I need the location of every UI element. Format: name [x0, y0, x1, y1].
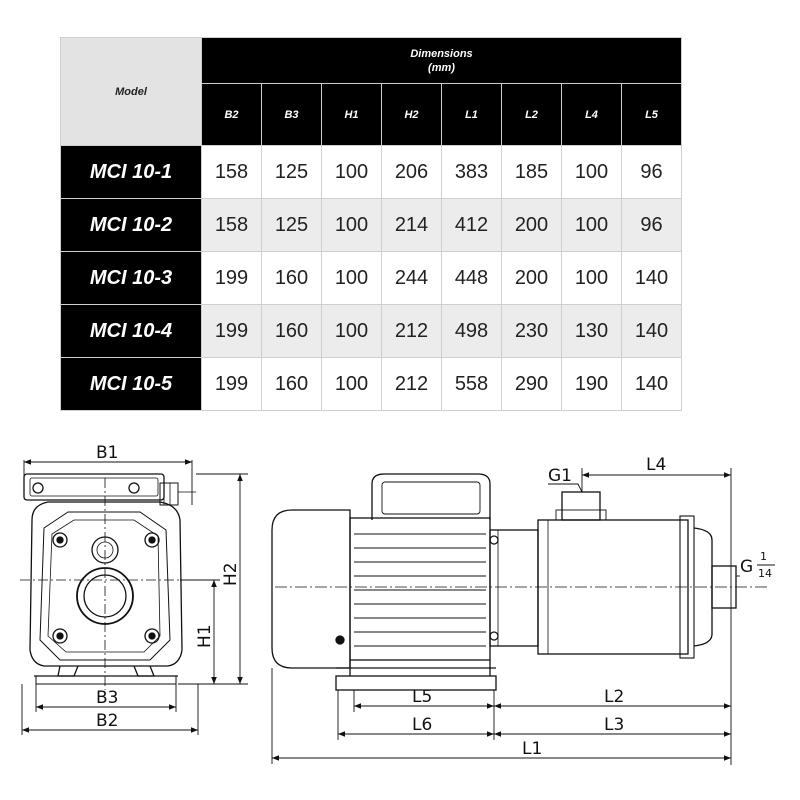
- table-cell: 100: [321, 198, 382, 252]
- table-cell: 200: [501, 198, 562, 252]
- label-g-outlet: G: [740, 557, 753, 577]
- label-b1: B1: [96, 443, 118, 463]
- table-cell: 158: [201, 198, 262, 252]
- table-cell: 130: [561, 304, 622, 358]
- table-cell: 383: [441, 145, 502, 199]
- row-model-name: MCI 10-1: [60, 145, 202, 199]
- table-cell: 100: [321, 145, 382, 199]
- row-model-name: MCI 10-5: [60, 357, 202, 411]
- table-cell: 158: [201, 145, 262, 199]
- label-b3: B3: [96, 688, 118, 708]
- label-l2: L2: [604, 687, 624, 707]
- table-cell: 498: [441, 304, 502, 358]
- table-cell: 200: [501, 251, 562, 305]
- table-cell: 100: [561, 145, 622, 199]
- table-cell: 412: [441, 198, 502, 252]
- table-cell: 558: [441, 357, 502, 411]
- label-g-fraction-numerator: 1: [760, 550, 767, 563]
- table-cell: 160: [261, 304, 322, 358]
- table-cell: 140: [621, 304, 682, 358]
- column-header-h2: H2: [381, 83, 442, 146]
- table-cell: 230: [501, 304, 562, 358]
- label-l1: L1: [522, 739, 542, 759]
- side-dimensions: [271, 468, 740, 765]
- label-l4: L4: [646, 455, 666, 475]
- pump-dimension-drawing: B1 B3 B2 H1 H2: [20, 443, 775, 765]
- column-header-l5: L5: [621, 83, 682, 146]
- table-row: MCI 10-1 158 125 100 206 383 185 100 96: [60, 145, 682, 199]
- label-h2: H2: [221, 562, 241, 586]
- table-cell: 100: [321, 304, 382, 358]
- table-cell: 96: [621, 198, 682, 252]
- dimensions-table: Model Dimensions (mm) B2 B3 H1 H2 L1 L2 …: [60, 36, 682, 411]
- table-cell: 199: [201, 251, 262, 305]
- label-g-fraction-denominator: 14: [758, 567, 772, 580]
- table-cell: 290: [501, 357, 562, 411]
- row-model-name: MCI 10-3: [60, 251, 202, 305]
- table-cell: 100: [321, 251, 382, 305]
- table-cell: 140: [621, 357, 682, 411]
- front-view: [20, 473, 205, 690]
- table-cell: 212: [381, 304, 442, 358]
- table-cell: 100: [561, 251, 622, 305]
- table-cell: 212: [381, 357, 442, 411]
- column-header-l2: L2: [501, 83, 562, 146]
- side-view: [271, 473, 770, 691]
- label-l6: L6: [412, 715, 432, 735]
- column-header-l1: L1: [441, 83, 502, 146]
- table-cell: 185: [501, 145, 562, 199]
- table-cell: 125: [261, 198, 322, 252]
- table-cell: 199: [201, 357, 262, 411]
- table-cell: 199: [201, 304, 262, 358]
- table-cell: 125: [261, 145, 322, 199]
- dimensions-units: (mm): [428, 61, 455, 74]
- table-row: MCI 10-5 199 160 100 212 558 290 190 140: [60, 357, 682, 411]
- table-cell: 140: [621, 251, 682, 305]
- table-cell: 160: [261, 251, 322, 305]
- column-header-b3: B3: [261, 83, 322, 146]
- dimensions-title: Dimensions: [410, 47, 473, 60]
- table-row: MCI 10-3 199 160 100 244 448 200 100 140: [60, 251, 682, 305]
- label-h1: H1: [195, 624, 215, 648]
- table-cell: 100: [561, 198, 622, 252]
- dimensions-header: Dimensions (mm): [201, 36, 682, 85]
- label-l5: L5: [412, 687, 432, 707]
- table-cell: 100: [321, 357, 382, 411]
- model-header: Model: [60, 37, 202, 146]
- label-l3: L3: [604, 715, 624, 735]
- table-cell: 206: [381, 145, 442, 199]
- column-header-l4: L4: [561, 83, 622, 146]
- table-cell: 448: [441, 251, 502, 305]
- table-row: MCI 10-4 199 160 100 212 498 230 130 140: [60, 304, 682, 358]
- table-cell: 190: [561, 357, 622, 411]
- table-cell: 160: [261, 357, 322, 411]
- row-model-name: MCI 10-4: [60, 304, 202, 358]
- row-model-name: MCI 10-2: [60, 198, 202, 252]
- table-cell: 96: [621, 145, 682, 199]
- table-cell: 244: [381, 251, 442, 305]
- table-cell: 214: [381, 198, 442, 252]
- column-header-b2: B2: [201, 83, 262, 146]
- label-g1: G1: [548, 466, 572, 486]
- label-b2: B2: [96, 711, 118, 731]
- front-dimensions: [21, 459, 248, 735]
- column-header-h1: H1: [321, 83, 382, 146]
- table-row: MCI 10-2 158 125 100 214 412 200 100 96: [60, 198, 682, 252]
